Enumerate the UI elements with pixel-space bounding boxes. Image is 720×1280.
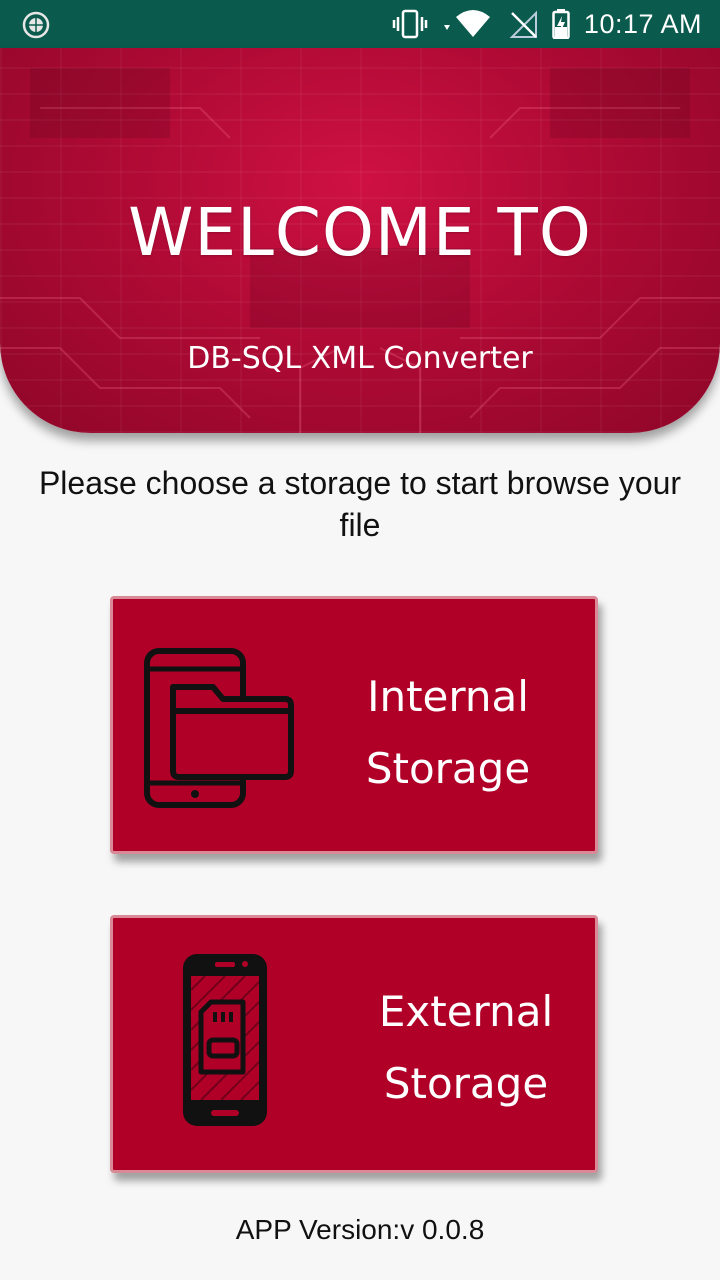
phone-folder-icon: [144, 648, 294, 808]
internal-storage-line2: Storage: [365, 744, 531, 793]
status-bar: 10:17 AM: [0, 0, 720, 48]
internal-storage-line1: Internal: [367, 672, 529, 721]
no-signal-icon: [509, 10, 537, 38]
status-time: 10:17 AM: [583, 8, 702, 39]
external-storage-line1: External: [378, 987, 554, 1036]
circuit-background-image: [0, 68, 720, 433]
app-notification-icon: [22, 11, 50, 39]
vibrate-icon: [392, 9, 428, 39]
phone-sdcard-icon: [183, 954, 267, 1126]
banner-subtitle: DB-SQL XML Converter: [187, 341, 533, 376]
app-version: APP Version:v 0.0.8: [235, 1214, 485, 1245]
external-storage-line2: Storage: [383, 1059, 549, 1108]
external-storage-label: External Storage: [361, 976, 571, 1120]
storage-prompt: Please choose a storage to start browse …: [38, 465, 682, 543]
internal-storage-button[interactable]: Internal Storage: [110, 596, 598, 854]
banner-title: WELCOME TO: [128, 194, 592, 271]
external-storage-button[interactable]: External Storage: [110, 915, 598, 1173]
welcome-banner: WELCOME TO DB-SQL XML Converter: [0, 48, 720, 433]
status-icons: 10:17 AM: [392, 0, 702, 48]
wifi-icon: [443, 10, 490, 37]
internal-storage-label: Internal Storage: [343, 661, 553, 805]
battery-charging-icon: [552, 9, 570, 39]
